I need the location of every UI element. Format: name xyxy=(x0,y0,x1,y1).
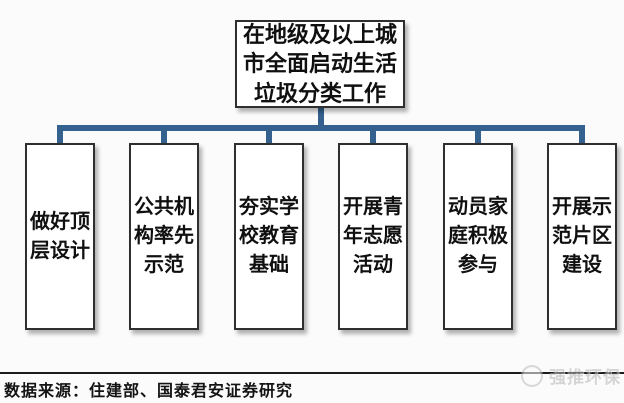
data-source-text: 数据来源：住建部、国泰君安证券研究 xyxy=(4,383,294,400)
watermark-text: 强推环保 xyxy=(549,368,621,387)
child-node-label: 公共机 构率先 示范 xyxy=(134,196,194,276)
child-node-label: 做好顶 层设计 xyxy=(30,210,90,262)
connector-stub xyxy=(266,125,272,144)
connector-crossbar xyxy=(57,125,585,131)
footer-divider xyxy=(0,372,624,374)
child-node-label: 开展青 年志愿 活动 xyxy=(343,196,403,276)
child-node-label: 夯实学 校教育 基础 xyxy=(239,196,299,276)
root-node: 在地级及以上城 市全面启动生活 垃圾分类工作 xyxy=(235,20,405,108)
connector-stub xyxy=(475,125,481,144)
child-node-top-level-design: 做好顶 层设计 xyxy=(25,143,95,330)
connector-stub xyxy=(161,125,167,144)
child-node-family-participation: 动员家 庭积极 参与 xyxy=(443,143,513,330)
watermark: 强推环保 xyxy=(518,362,621,389)
child-node-label: 动员家 庭积极 参与 xyxy=(448,196,508,276)
connector-stub xyxy=(370,125,376,144)
child-node-school-education: 夯实学 校教育 基础 xyxy=(234,143,304,330)
connector-stub xyxy=(579,125,585,144)
child-node-youth-volunteer: 开展青 年志愿 活动 xyxy=(338,143,408,330)
root-node-label: 在地级及以上城 市全面启动生活 垃圾分类工作 xyxy=(242,22,397,106)
child-node-label: 开展示 范片区 建设 xyxy=(552,196,612,276)
connector-stub xyxy=(57,125,63,144)
watermark-logo-icon xyxy=(518,362,546,389)
child-node-demonstration-zone: 开展示 范片区 建设 xyxy=(547,143,617,330)
child-node-public-institutions: 公共机 构率先 示范 xyxy=(129,143,199,330)
connector-trunk xyxy=(318,108,324,127)
